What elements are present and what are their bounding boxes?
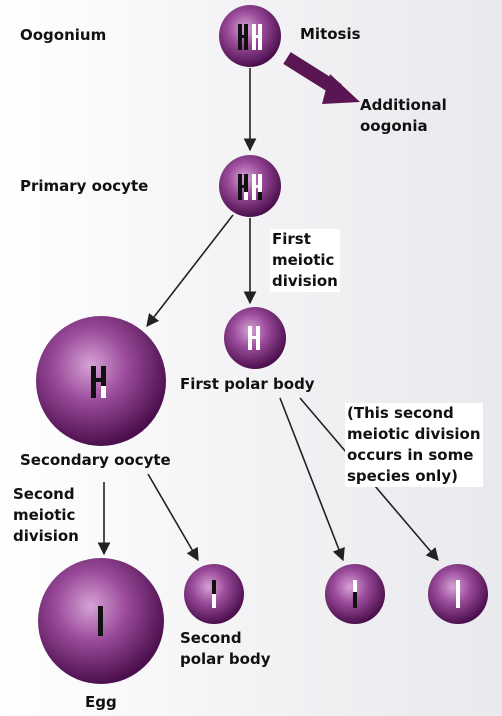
chromosomes-icon [238,24,262,50]
polar-body-cell-4 [428,564,488,624]
second-polar-body-cell [184,564,244,624]
second-division-note-line-2: meiotic division [347,425,481,443]
polar-body-cell-3 [325,564,385,624]
first-meiotic-division-label: First meiotic division [270,229,340,292]
second-division-note-line-3: occurs in some [347,446,474,464]
secondary-oocyte-cell [36,316,166,446]
egg-cell [38,558,164,684]
chromosomes-icon [91,366,106,398]
second-meiotic-division-line-3: division [13,527,79,545]
egg-label: Egg [85,693,117,711]
second-division-note-line-1: (This second [347,404,454,422]
first-meiotic-division-line-1: First [272,230,311,248]
primary-oocyte-cell [219,155,281,217]
second-meiotic-division-line-2: meiotic [13,506,76,524]
second-polar-body-label: Second polar body [180,628,270,670]
first-meiotic-division-line-2: meiotic [272,251,335,269]
first-polar-body-label: First polar body [180,375,315,393]
chromosomes-icon [248,326,260,350]
second-division-note: (This second meiotic division occurs in … [345,403,483,487]
additional-oogonia-line-2: oogonia [360,117,428,135]
oogonium-cell [219,5,281,67]
mitosis-label: Mitosis [300,25,361,43]
first-polar-body-cell [224,307,286,369]
primary-oocyte-label: Primary oocyte [20,177,149,195]
chromosome-icon [212,580,216,608]
second-meiotic-division-line-1: Second [13,485,75,503]
chromosomes-icon [238,174,262,200]
second-polar-body-line-1: Second [180,629,242,647]
chromosome-icon [353,580,357,608]
chromosome-icon [98,606,103,636]
additional-oogonia-line-1: Additional [360,96,447,114]
second-polar-body-line-2: polar body [180,650,271,668]
arrow-secondary-to-second-polar [147,473,199,562]
oogonium-label: Oogonium [20,26,107,44]
second-division-note-line-4: species only) [347,467,458,485]
second-meiotic-division-label: Second meiotic division [13,484,79,547]
first-meiotic-division-line-3: division [272,272,338,290]
arrow-first-polar-to-cell-3 [279,397,345,562]
chromosome-icon [456,580,460,608]
additional-oogonia-label: Additional oogonia [360,95,447,137]
mitosis-arrow [283,52,360,104]
arrow-primary-to-secondary [146,214,234,328]
secondary-oocyte-label: Secondary oocyte [20,451,171,469]
